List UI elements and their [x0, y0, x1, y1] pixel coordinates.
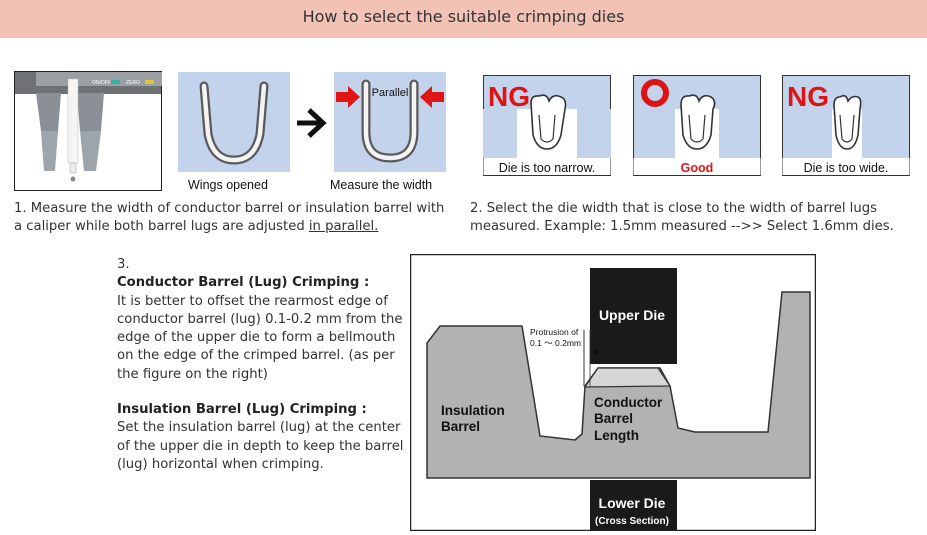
die-too-narrow-panel: NG Die is too narrow.: [483, 75, 611, 176]
step2-text: 2. Select the die width that is close to…: [470, 201, 894, 235]
good-mark-circle: [641, 79, 669, 107]
caliper-photo: ON/OFF ZERO: [14, 71, 162, 191]
crimp-cross-section-diagram: Upper Die Lower Die (Cross Section) Insu…: [410, 254, 816, 531]
svg-text:Die is too narrow.: Die is too narrow.: [499, 161, 596, 175]
svg-text:Upper Die: Upper Die: [599, 307, 665, 323]
svg-text:Conductor: Conductor: [594, 395, 663, 410]
conductor-barrel-shape: [583, 367, 672, 388]
parallel-panel: Parallel: [334, 72, 446, 172]
insulation-heading: Insulation Barrel (Lug) Crimping :: [117, 402, 367, 418]
step3-number: 3.: [117, 257, 130, 272]
page-title: How to select the suitable crimping dies: [302, 7, 625, 26]
arrow-pointing-inward-icon: [336, 86, 360, 108]
die-too-wide-panel: NG Die is too wide.: [782, 75, 910, 176]
svg-text:Protrusion of: Protrusion of: [530, 327, 579, 337]
arrow-right-icon: [297, 108, 327, 138]
svg-text:Die is too wide.: Die is too wide.: [804, 161, 889, 175]
svg-text:0.1 ～ 0.2mm: 0.1 ～ 0.2mm: [530, 338, 581, 348]
svg-text:Length: Length: [594, 428, 639, 443]
svg-text:Barrel: Barrel: [594, 411, 633, 426]
svg-text:ON/OFF: ON/OFF: [92, 80, 111, 86]
svg-text:ZERO: ZERO: [126, 80, 140, 86]
svg-text:Barrel: Barrel: [441, 419, 480, 434]
svg-text:NG: NG: [488, 81, 530, 112]
wings-opened-panel: [178, 72, 290, 172]
svg-text:Parallel: Parallel: [372, 87, 409, 99]
wings-opened-caption: Wings opened: [188, 178, 268, 192]
svg-text:NG: NG: [787, 81, 829, 112]
svg-text:Good: Good: [681, 161, 714, 175]
svg-text:Insulation: Insulation: [441, 403, 505, 418]
conductor-heading: Conductor Barrel (Lug) Crimping :: [117, 275, 370, 291]
upper-die: [590, 268, 677, 364]
header-bar: [0, 0, 927, 38]
step1-text: 1. Measure the width of conductor barrel…: [14, 201, 445, 235]
lower-die: [590, 480, 677, 530]
arrow-pointing-inward-icon: [420, 86, 444, 108]
measure-width-caption: Measure the width: [330, 178, 433, 192]
svg-text:(Cross Section): (Cross Section): [595, 516, 669, 527]
step3-text: 3. Conductor Barrel (Lug) Crimping : It …: [117, 256, 412, 474]
good-die-panel: Good: [633, 75, 761, 176]
svg-text:Lower Die: Lower Die: [599, 495, 666, 511]
